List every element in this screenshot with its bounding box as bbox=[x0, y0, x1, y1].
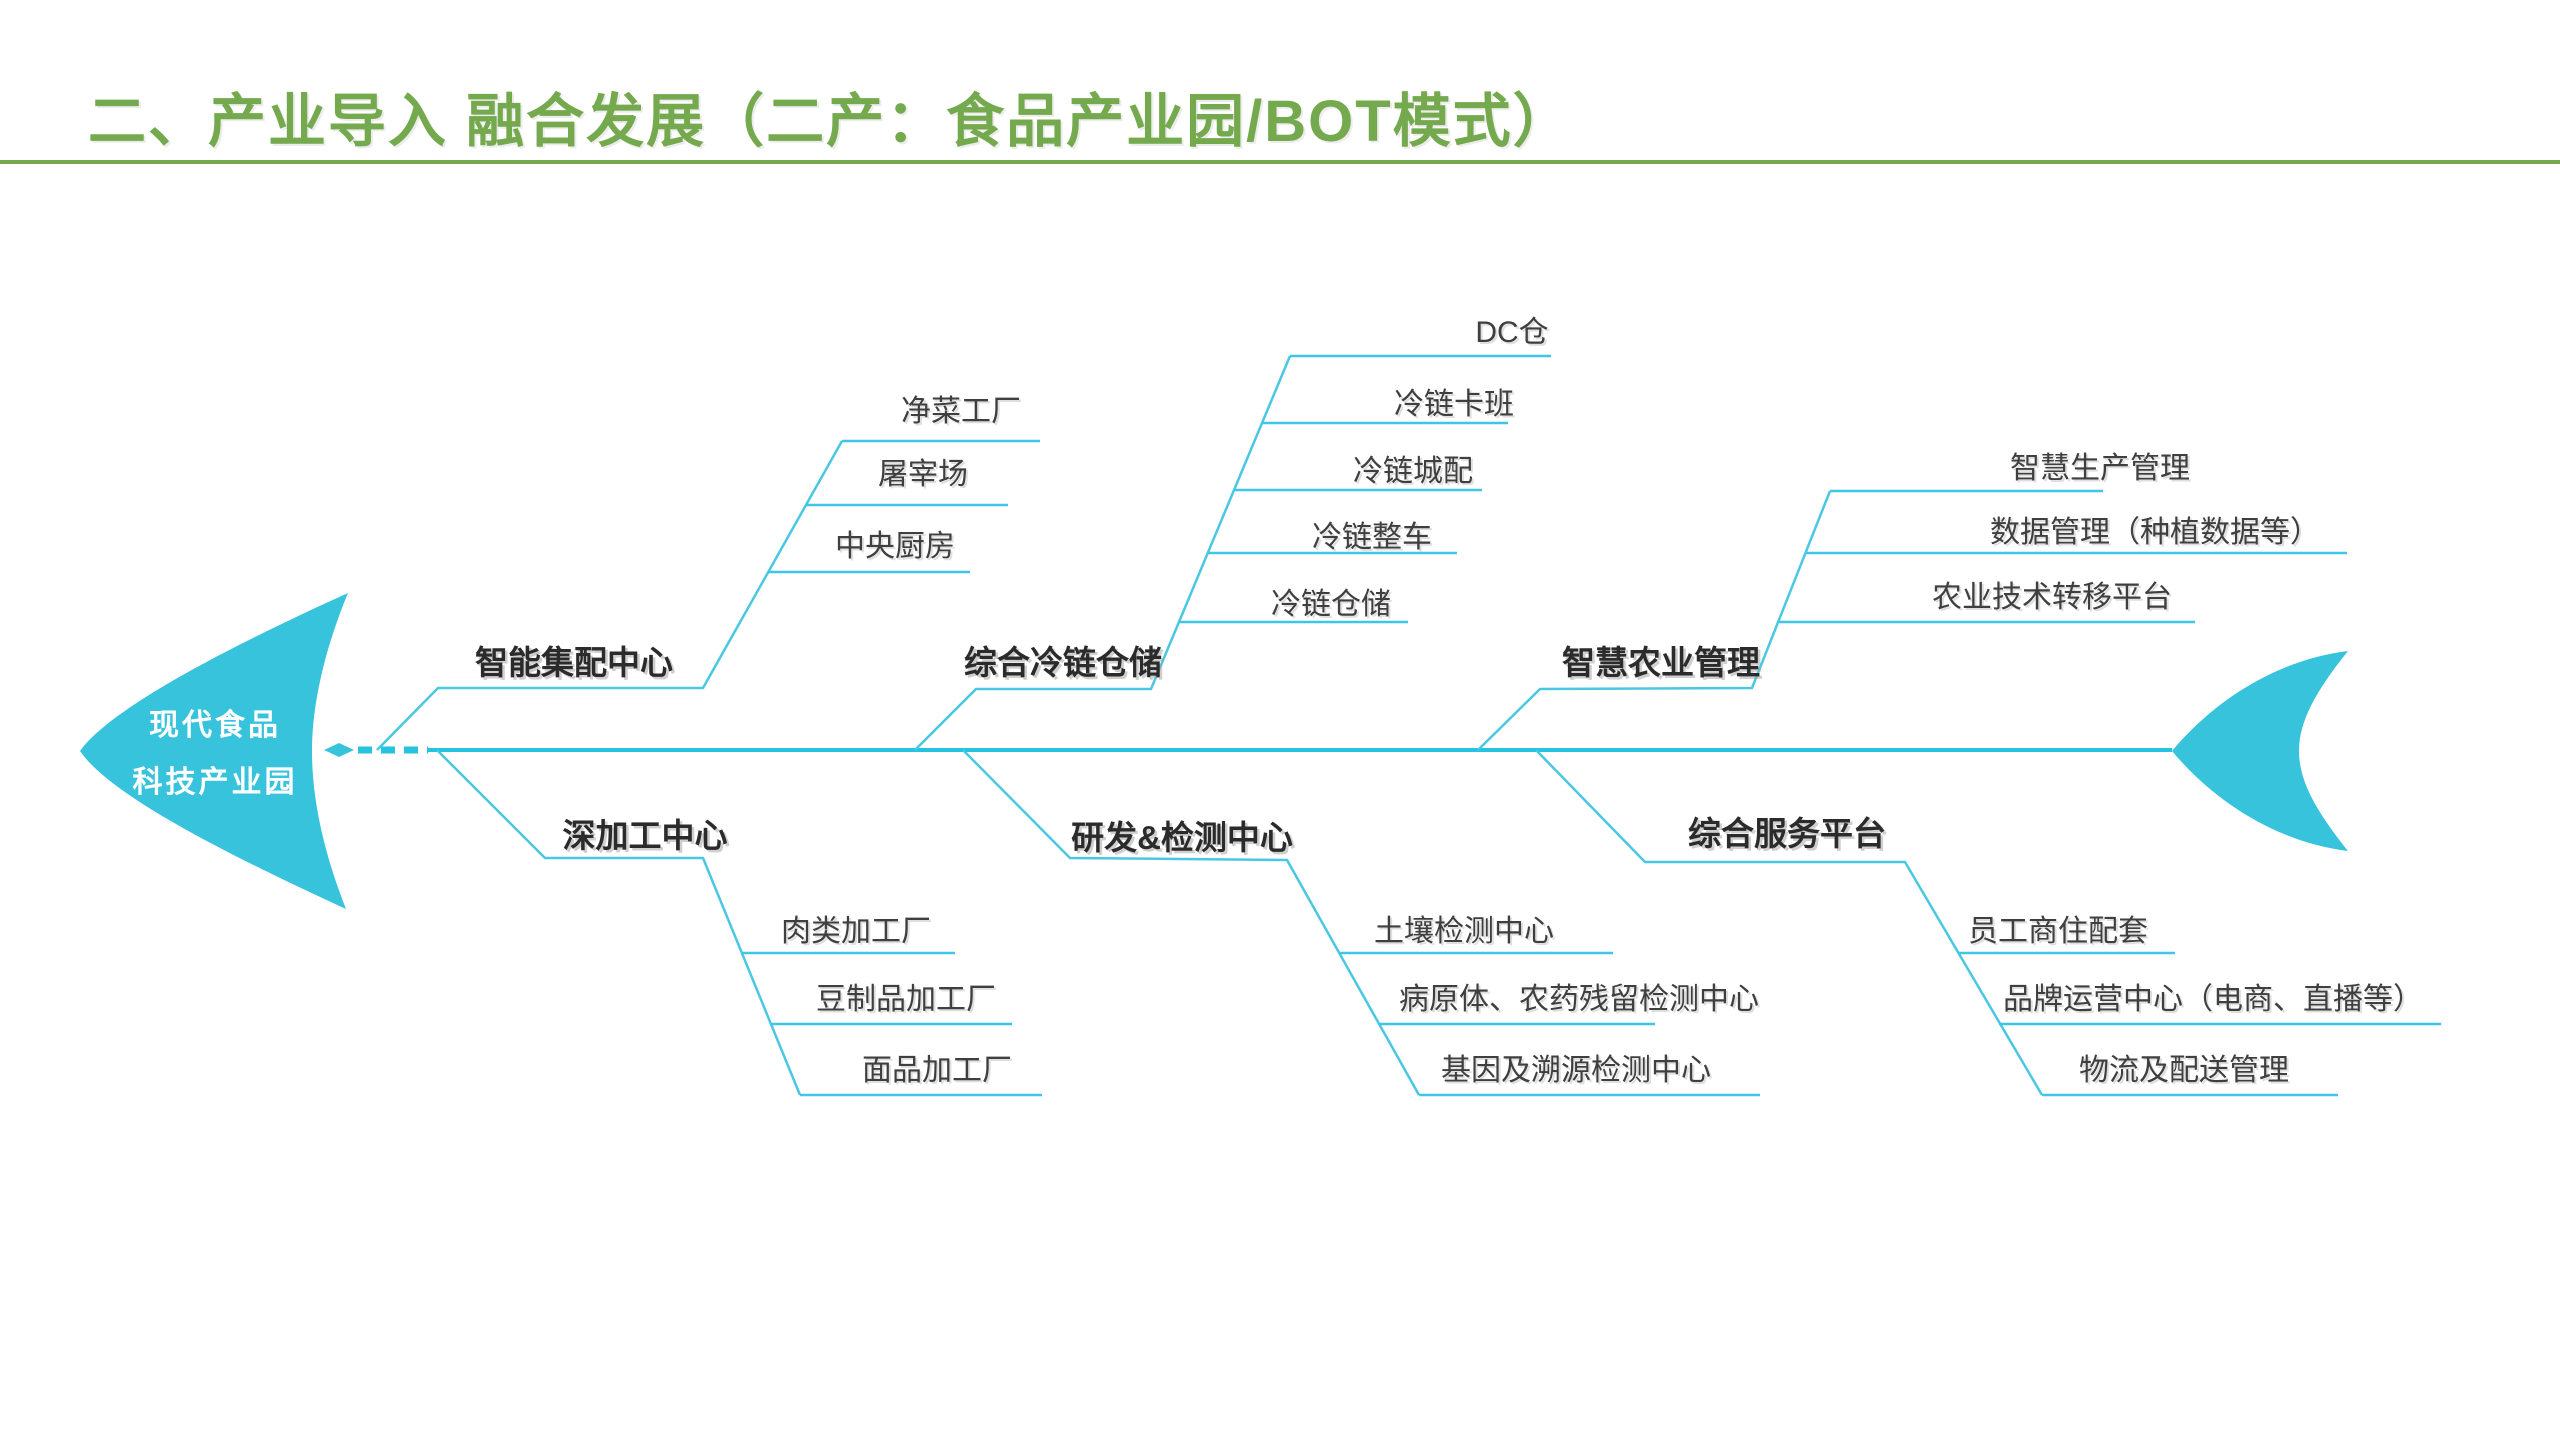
item-label-bottom-2-2: 基因及溯源检测中心 bbox=[1441, 1054, 1711, 1087]
branch-line-bottom-2 bbox=[962, 749, 1421, 1096]
item-label-bottom-3-1: 品牌运营中心（电商、直播等） bbox=[2003, 983, 2423, 1016]
branch-label-bottom-3: 综合服务平台 bbox=[1688, 815, 1886, 852]
branch-line-top-2 bbox=[914, 355, 1292, 751]
item-label-bottom-1-1: 豆制品加工厂 bbox=[816, 983, 996, 1016]
branch-line-top-1 bbox=[376, 440, 844, 751]
title-divider bbox=[0, 160, 2560, 164]
fish-head-line1: 现代食品 bbox=[149, 709, 281, 742]
item-label-bottom-2-0: 土壤检测中心 bbox=[1374, 915, 1554, 948]
item-label-bottom-3-2: 物流及配送管理 bbox=[2079, 1054, 2289, 1087]
spine-tip-diamond-icon bbox=[324, 743, 354, 757]
fish-head-title: 现代食品 科技产业园 bbox=[90, 700, 340, 801]
item-label-top-1-2: 中央厨房 bbox=[835, 530, 955, 563]
branch-line-top-3 bbox=[1477, 490, 1832, 751]
branch-label-bottom-2: 研发&检测中心 bbox=[1071, 819, 1293, 856]
item-label-top-1-0: 净菜工厂 bbox=[901, 395, 1021, 428]
branch-line-bottom-3 bbox=[1535, 749, 2044, 1096]
page-title: 二、产业导入 融合发展（二产：食品产业园/BOT模式） bbox=[88, 89, 1573, 154]
fish-tail-shape bbox=[2172, 651, 2348, 851]
item-label-bottom-1-2: 面品加工厂 bbox=[862, 1054, 1012, 1087]
item-label-top-3-2: 农业技术转移平台 bbox=[1932, 581, 2172, 614]
branch-label-bottom-1: 深加工中心 bbox=[562, 817, 728, 854]
branch-label-top-2: 综合冷链仓储 bbox=[964, 644, 1162, 681]
item-label-top-2-3: 冷链整车 bbox=[1312, 521, 1432, 554]
item-label-top-3-0: 智慧生产管理 bbox=[2010, 452, 2190, 485]
item-label-top-2-0: DC仓 bbox=[1475, 316, 1549, 349]
item-label-top-1-1: 屠宰场 bbox=[878, 458, 968, 491]
item-label-top-2-1: 冷链卡班 bbox=[1394, 388, 1514, 421]
item-label-bottom-2-1: 病原体、农药残留检测中心 bbox=[1399, 983, 1759, 1016]
branch-label-top-1: 智能集配中心 bbox=[475, 644, 673, 681]
item-label-top-2-4: 冷链仓储 bbox=[1271, 588, 1391, 621]
item-label-top-3-1: 数据管理（种植数据等） bbox=[1990, 516, 2320, 549]
branch-line-bottom-1 bbox=[436, 749, 802, 1096]
branch-label-top-3: 智慧农业管理 bbox=[1562, 644, 1760, 681]
fish-head-shape bbox=[80, 593, 348, 909]
fish-head-line2: 科技产业园 bbox=[132, 766, 298, 799]
item-label-top-2-2: 冷链城配 bbox=[1353, 455, 1473, 488]
item-label-bottom-3-0: 员工商住配套 bbox=[1968, 915, 2148, 948]
item-label-bottom-1-0: 肉类加工厂 bbox=[781, 915, 931, 948]
